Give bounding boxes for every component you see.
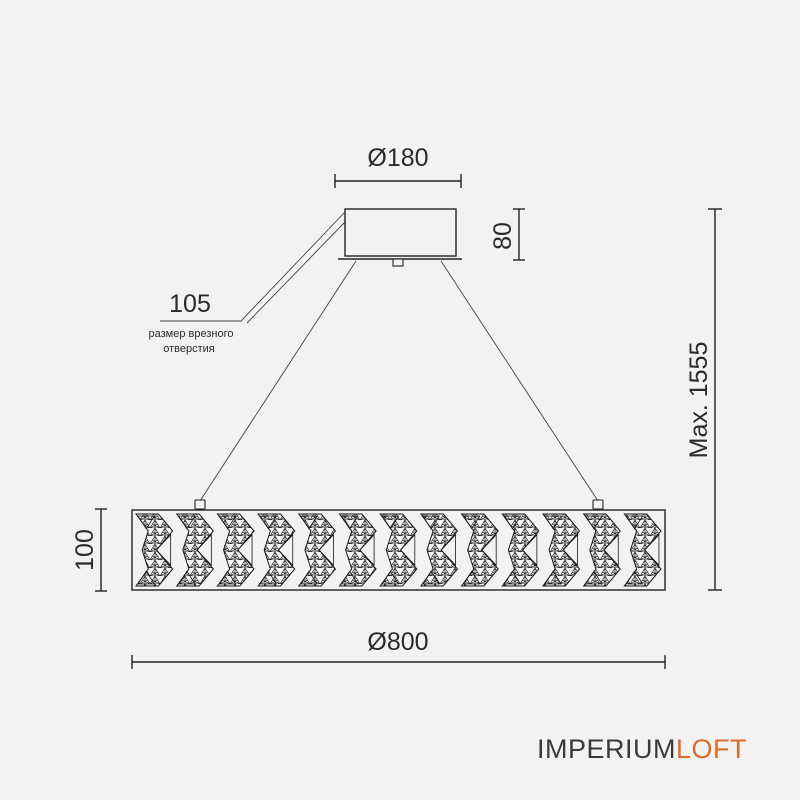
canopy-diameter-label: Ø180 [367,144,428,172]
crystal-tile [419,513,459,587]
brand-part1: IMPERIUM [537,734,676,764]
canopy-height-dimension: 80 [489,208,525,261]
cutout-size-label: 105 [169,290,211,318]
max-height-label: Max. 1555 [685,342,713,459]
cutout-note-line1: размер врезного [149,328,234,340]
crystal-pattern [135,513,662,587]
body-diameter-label: Ø800 [367,628,428,656]
crystal-tile [135,513,174,587]
suspension-cables [194,260,604,510]
crystal-tile [582,513,621,587]
lamp-body [131,509,666,591]
crystal-tile [501,513,540,587]
crystal-tile [297,513,337,587]
crystal-tile [338,513,377,587]
brand-part2: LOFT [676,734,748,764]
crystal-tile [460,513,499,587]
crystal-tile [257,513,296,587]
max-height-dimension: Max. 1555 [685,208,722,591]
crystal-tile [379,513,418,587]
canopy [338,208,462,267]
crystal-tile [623,513,662,587]
crystal-tile [175,513,215,587]
body-height-label: 100 [71,529,99,571]
body-height-dimension: 100 [71,508,107,592]
crystal-tile [216,513,255,587]
body-diameter-dimension: Ø800 [131,628,666,669]
crystal-tile [541,513,581,587]
cutout-leader: 105 размер врезного отверстия [149,211,346,355]
brand-logo: IMPERIUMLOFT [537,734,747,765]
canopy-diameter-dimension: Ø180 [334,144,462,188]
canopy-height-label: 80 [489,222,517,250]
cutout-note-line2: отверстия [163,343,215,355]
